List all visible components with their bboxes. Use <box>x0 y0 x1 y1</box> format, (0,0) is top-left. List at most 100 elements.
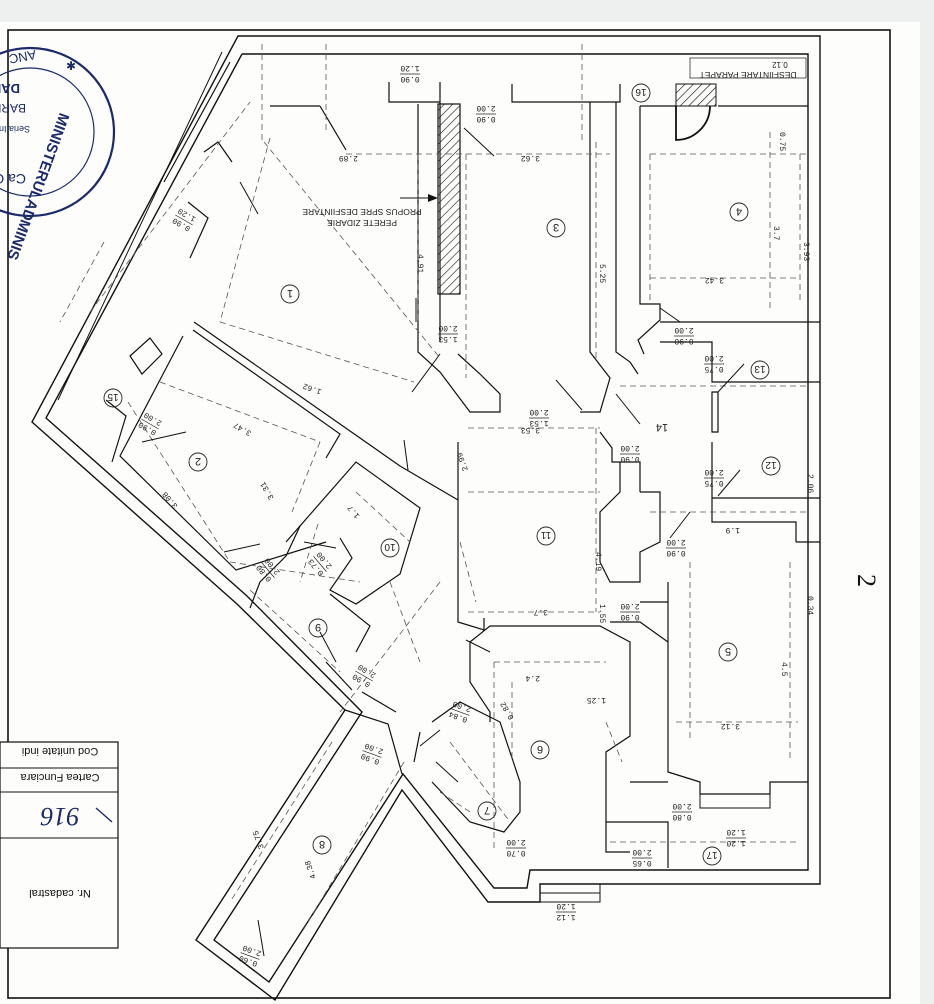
dimension-label: 4.91 <box>415 254 424 273</box>
opening-label: 0.70 2.00 <box>506 837 526 857</box>
room-number: 7 <box>484 804 490 816</box>
opening-label: 0.90 1.20 <box>171 206 198 233</box>
svg-text:2.00: 2.00 <box>666 537 685 546</box>
room-marker-7: 7 <box>477 801 497 821</box>
room-number: 11 <box>540 529 551 540</box>
dimension-label: 3.7 <box>771 226 780 241</box>
opening-label: 0.90 2.00 <box>360 740 385 765</box>
room-marker-5: 5 <box>718 642 738 662</box>
opening-label: 0.65 2.00 <box>632 847 652 867</box>
wall-note: PERETE ZIDARIE PROPUS SPRE DESFIINTARE <box>302 207 422 228</box>
svg-text:0.90: 0.90 <box>476 114 495 123</box>
opening-label: 0.80 2.00 <box>255 555 283 583</box>
svg-text:2.00: 2.00 <box>529 407 548 416</box>
room-marker-14: 14 <box>656 421 668 433</box>
svg-text:2.00: 2.00 <box>620 443 639 452</box>
dimension-label: 0.75 <box>777 132 786 151</box>
floor-plan: 1 2 3 4 5 6 7 8 <box>0 29 891 1002</box>
parapet-note-text: DESFIINTARE PARAPET <box>700 70 797 80</box>
svg-text:0.80: 0.80 <box>672 812 691 821</box>
svg-text:1.20: 1.20 <box>400 63 419 72</box>
svg-text:0.90: 0.90 <box>620 612 639 621</box>
dimension-label: 3.62 <box>521 153 540 162</box>
parapet-note-box <box>689 57 807 79</box>
room-marker-2: 2 <box>188 452 208 472</box>
opening-label: 0.90 2.00 <box>476 103 496 123</box>
dimension-label: 2.4 <box>525 673 540 682</box>
svg-text:2.00: 2.00 <box>438 323 457 332</box>
unit-code-label: Cod unitate indi <box>22 745 98 757</box>
opening-label: 1.12 1.20 <box>556 901 576 921</box>
opening-label: 0.75 2.00 <box>704 353 724 373</box>
svg-text:2.00: 2.00 <box>704 353 723 362</box>
room-marker-13: 13 <box>750 360 770 380</box>
room-number: 8 <box>319 838 325 850</box>
dimension-label: 5.25 <box>597 264 606 283</box>
svg-text:0.90: 0.90 <box>666 548 685 557</box>
stamp-line: Seria Ing. Geotehnic <box>0 124 30 134</box>
dimension-label: 2.89 <box>339 153 358 162</box>
room-marker-6: 6 <box>530 740 550 760</box>
room-number: 16 <box>635 86 647 97</box>
room-number: 10 <box>384 541 396 552</box>
dimension-label: 1.55 <box>597 604 606 623</box>
room-marker-15: 15 <box>103 388 123 408</box>
svg-text:1.53: 1.53 <box>529 418 548 427</box>
sheet-frame <box>7 29 891 999</box>
svg-text:1.20: 1.20 <box>556 901 575 910</box>
parapet-to-demolish <box>675 83 717 107</box>
opening-label: 1.53 2.00 <box>438 323 458 343</box>
svg-text:2.00: 2.00 <box>704 467 723 476</box>
dimension-label: 3.47 <box>232 420 253 437</box>
opening-label: 0.73 2.00 <box>307 549 335 577</box>
door-swing <box>675 105 711 141</box>
land-book-label: Cartea Funciara <box>20 771 100 783</box>
room-number: 4 <box>736 205 742 217</box>
dimension-label: 3.75 <box>252 829 267 850</box>
svg-text:0.75: 0.75 <box>704 364 723 373</box>
room-number: 2 <box>195 455 201 467</box>
room-marker-12: 12 <box>761 456 781 476</box>
dimension-lines <box>59 44 808 933</box>
cadastral-label: Nr. cadastral <box>29 887 91 899</box>
dimension-label: 3.7 <box>533 607 548 616</box>
room-marker-9: 9 <box>308 618 328 638</box>
room-number: 3 <box>553 221 559 233</box>
svg-text:2.00: 2.00 <box>476 103 495 112</box>
svg-text:1.53: 1.53 <box>438 334 457 343</box>
room-number: 17 <box>706 849 718 860</box>
room-number: 12 <box>765 459 777 470</box>
room-marker-17: 17 <box>702 846 722 866</box>
room-marker-10: 10 <box>380 538 400 558</box>
room-marker-3: 3 <box>546 218 566 238</box>
opening-label: 0.90 2.00 <box>137 410 164 437</box>
room-number: 15 <box>107 391 119 402</box>
dimension-label: 4.19 <box>593 552 602 571</box>
svg-text:2.00: 2.00 <box>632 847 651 856</box>
dimension-label: 3.08 <box>161 489 180 510</box>
room-markers: 1 2 3 4 5 6 7 8 <box>103 83 781 866</box>
svg-text:0.90: 0.90 <box>400 74 419 83</box>
dimension-label: 2.06 <box>805 474 814 493</box>
svg-text:2.00: 2.00 <box>620 601 639 610</box>
dimension-label: 3.42 <box>705 275 724 284</box>
room-number: 14 <box>656 421 668 433</box>
room-marker-1: 1 <box>280 284 300 304</box>
svg-text:0.75: 0.75 <box>704 478 723 487</box>
stamp-line: BARBU V <box>0 101 26 115</box>
room-number: 6 <box>537 743 543 755</box>
plan-sheet: 1 2 3 4 5 6 7 8 <box>0 22 920 1004</box>
opening-label: 0.90 2.00 <box>666 537 686 557</box>
svg-text:2.00: 2.00 <box>506 837 525 846</box>
opening-label: 1.20 1.20 <box>726 827 746 847</box>
dimension-label: 4.5 <box>779 662 788 677</box>
dimension-label: 1.62 <box>302 381 323 396</box>
svg-text:0.65: 0.65 <box>632 858 651 867</box>
room-number: 9 <box>315 621 321 633</box>
stamp-line: DANU <box>0 81 20 96</box>
stamp-line: Ca CERT <box>0 171 26 187</box>
dimension-label: 1.7 <box>346 503 362 520</box>
wall-note-line1: PERETE ZIDARIE <box>327 218 397 228</box>
svg-text:2.00: 2.00 <box>674 325 693 334</box>
room-marker-11: 11 <box>536 526 556 546</box>
